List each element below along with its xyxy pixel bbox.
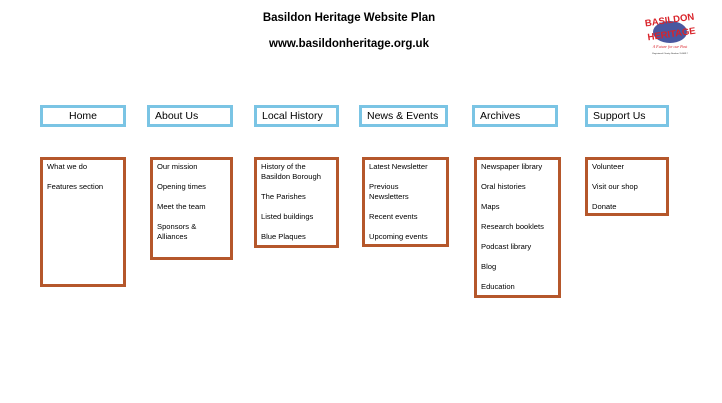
nav-support-us[interactable]: Support Us (585, 105, 669, 127)
nav-archives[interactable]: Archives (472, 105, 558, 127)
nav-home[interactable]: Home (40, 105, 126, 127)
submenu-item[interactable]: Our mission (157, 162, 198, 171)
submenu-item[interactable]: What we do (47, 162, 88, 171)
submenu-item[interactable]: Education (481, 282, 515, 291)
submenu-item[interactable]: Visit our shop (592, 182, 638, 191)
nav-local-history-label: Local History (262, 110, 323, 122)
submenu-item[interactable]: Newspaper library (481, 162, 543, 171)
nav-archives-label: Archives (480, 110, 521, 122)
submenu-item[interactable]: Previous Newsletters (369, 182, 409, 201)
submenu-about-us: Our mission Opening times Meet the team … (150, 157, 233, 260)
submenu-item[interactable]: Features section (47, 182, 104, 191)
submenu-item[interactable]: Podcast library (481, 242, 532, 251)
submenu-item[interactable]: Oral histories (481, 182, 526, 191)
nav-about-us[interactable]: About Us (147, 105, 233, 127)
submenu-item[interactable]: Volunteer (592, 162, 625, 171)
submenu-item[interactable]: Listed buildings (261, 212, 314, 221)
submenu-item[interactable]: Meet the team (157, 202, 206, 211)
submenu-item[interactable]: Maps (481, 202, 500, 211)
submenu-item[interactable]: Recent events (369, 212, 418, 221)
site-url: www.basildonheritage.org.uk (269, 38, 429, 50)
logo-tagline: A Future for our Past (652, 44, 688, 49)
submenu-support-us: Volunteer Visit our shop Donate (585, 157, 669, 216)
submenu-item[interactable]: History of the Basildon Borough (261, 162, 321, 181)
submenu-item[interactable]: Latest Newsletter (369, 162, 428, 171)
nav-support-us-label: Support Us (593, 110, 646, 122)
nav-home-label: Home (68, 110, 97, 122)
submenu-item[interactable]: The Parishes (261, 192, 306, 201)
basildon-heritage-logo: BASILDON HERITAGE A Future for our Past … (640, 12, 700, 58)
page-title: Basildon Heritage Website Plan (262, 12, 436, 24)
submenu-archives: Newspaper library Oral histories Maps Re… (474, 157, 561, 298)
submenu-item[interactable]: Blue Plaques (261, 232, 306, 241)
submenu-home: What we do Features section (40, 157, 126, 287)
submenu-item[interactable]: Opening times (157, 182, 206, 191)
submenu-item[interactable]: Donate (592, 202, 617, 211)
nav-news-events-label: News & Events (367, 110, 439, 122)
submenu-item[interactable]: Upcoming events (369, 232, 428, 241)
nav-about-us-label: About Us (155, 110, 199, 122)
submenu-item[interactable]: Research booklets (481, 222, 544, 231)
submenu-item[interactable]: Sponsors & Alliances (157, 222, 197, 241)
submenu-news-events: Latest Newsletter Previous Newsletters R… (362, 157, 449, 247)
submenu-local-history: History of the Basildon Borough The Pari… (254, 157, 339, 248)
nav-news-events[interactable]: News & Events (359, 105, 448, 127)
submenu-item[interactable]: Blog (481, 262, 497, 271)
logo-small-text: Registered Charity Number 1140817 (652, 52, 688, 55)
nav-local-history[interactable]: Local History (254, 105, 339, 127)
